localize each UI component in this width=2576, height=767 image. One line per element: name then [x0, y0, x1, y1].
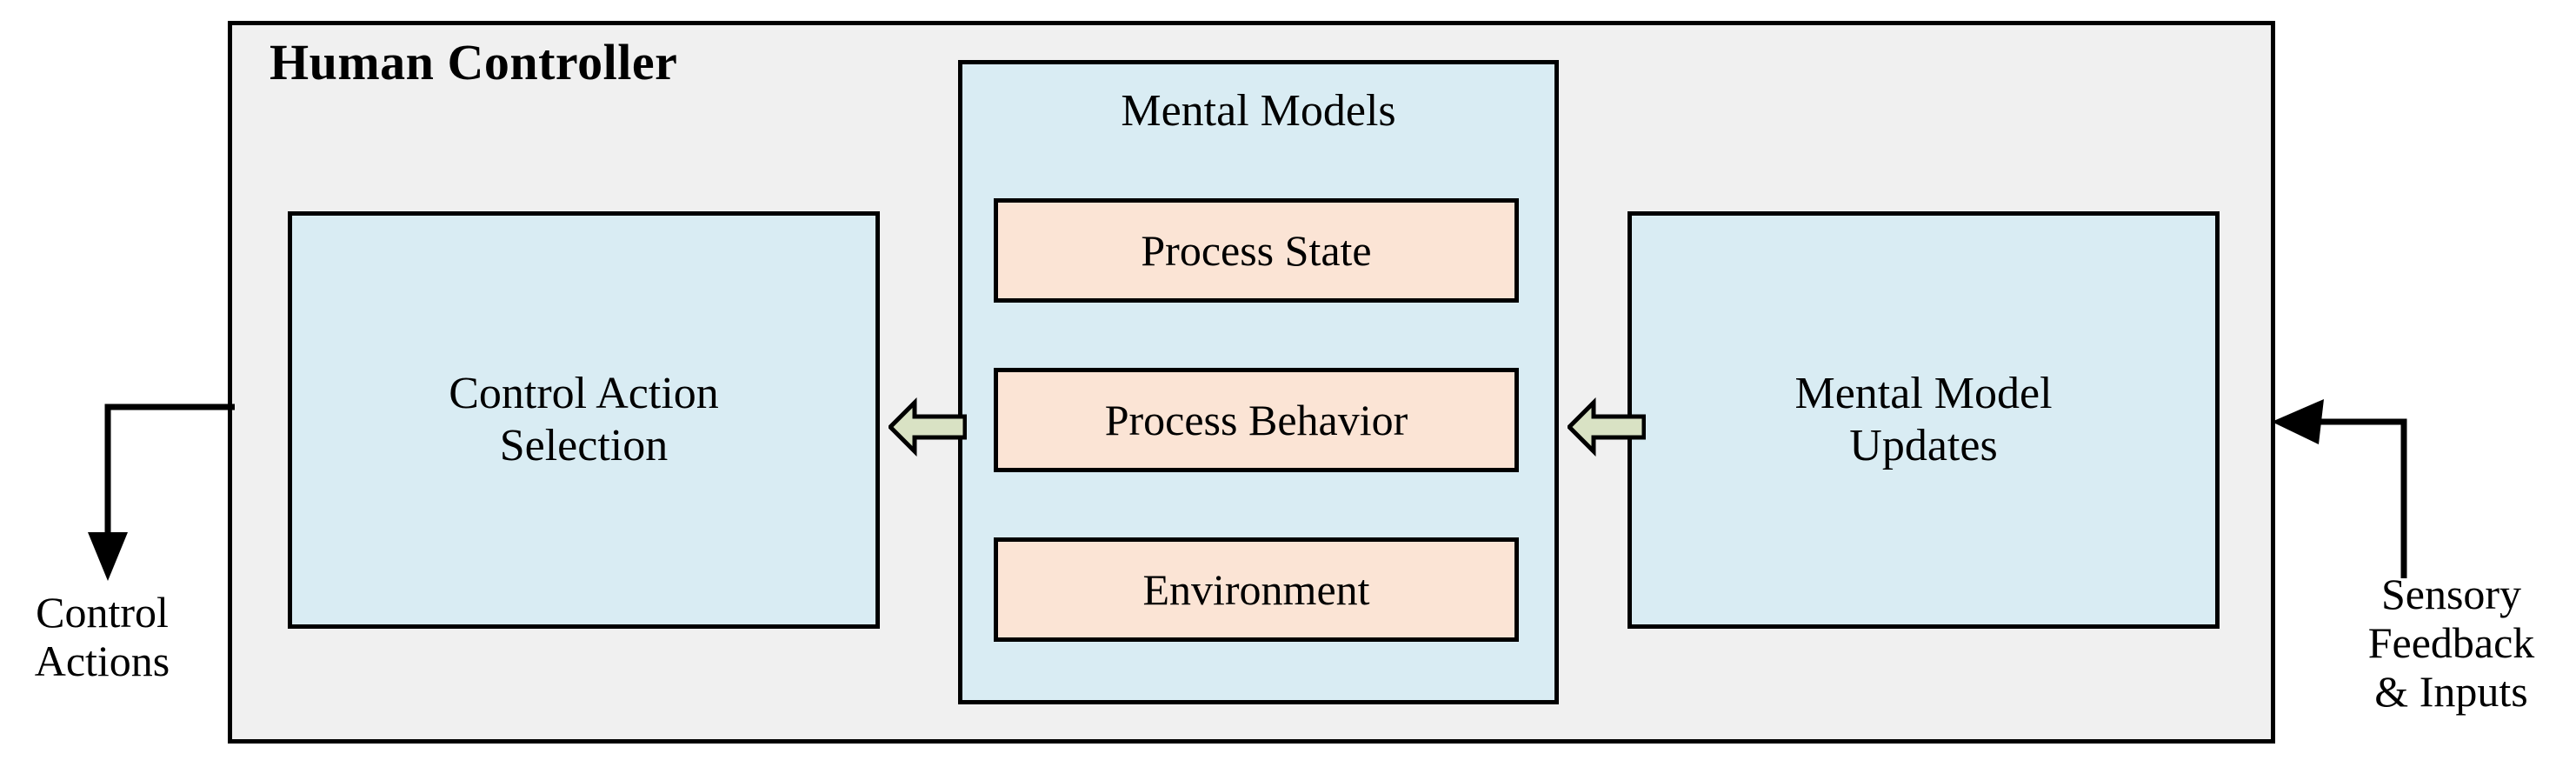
- sensory-feedback-input-arrow: [2272, 399, 2407, 578]
- control-actions-output-arrow: [88, 404, 235, 581]
- sensory-feedback-line-3: & Inputs: [2374, 667, 2528, 716]
- mental-model-item-label: Environment: [1142, 565, 1370, 614]
- mental-models-title: Mental Models: [1121, 86, 1396, 136]
- control-actions-label: Control Actions: [0, 588, 204, 685]
- mental-model-item-label: Process Behavior: [1104, 396, 1408, 444]
- mental-model-item-process-behavior: Process Behavior: [994, 368, 1519, 472]
- sensory-feedback-line-2: Feedback: [2367, 618, 2535, 667]
- control-actions-line-2: Actions: [34, 637, 170, 685]
- mental-model-item-label: Process State: [1141, 226, 1372, 275]
- control-actions-line-1: Control: [36, 588, 169, 637]
- mental-model-item-environment: Environment: [994, 537, 1519, 642]
- mental-models-box: Mental Models Process State Process Beha…: [958, 60, 1559, 704]
- sensory-feedback-line-1: Sensory: [2380, 570, 2522, 618]
- human-controller-title: Human Controller: [270, 34, 678, 90]
- flow-arrow-to-mental-models: [1568, 397, 1646, 457]
- mental-model-item-process-state: Process State: [994, 198, 1519, 303]
- sensory-feedback-label: Sensory Feedback & Inputs: [2326, 570, 2576, 716]
- flow-arrow-to-control-action-selection: [889, 397, 967, 457]
